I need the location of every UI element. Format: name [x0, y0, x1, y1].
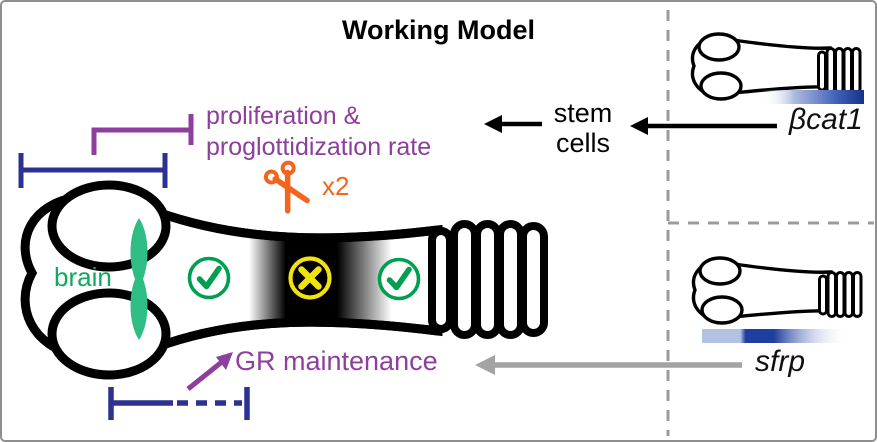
inhibition-connector — [91, 114, 194, 155]
tapeworm-main — [20, 180, 548, 380]
stem-line2: cells — [555, 128, 610, 158]
cut-count-label: x2 — [322, 171, 350, 201]
proglottid-segment — [496, 220, 525, 339]
brain-label: brain — [54, 262, 112, 292]
worm-body-bottom-edge — [155, 317, 439, 352]
bracket-head-region — [18, 153, 168, 188]
sucker-bottom — [47, 288, 171, 380]
stem-cells-label: stem cells — [539, 98, 627, 158]
cross-circle-icon — [288, 256, 332, 300]
bcat1-gene-label: βcat1 — [789, 103, 863, 136]
germinative-band — [249, 235, 396, 325]
arrow-bcat1-to-stem — [630, 117, 777, 135]
proliferation-label: proliferation & proglottidization rate — [206, 101, 431, 163]
stem-line1: stem — [553, 98, 613, 128]
check-circle-icon-left — [187, 256, 231, 300]
bracket-gr-region — [108, 387, 250, 420]
expression-gradient-bcat1 — [764, 90, 864, 104]
arrow-sfrp-to-gr — [475, 355, 742, 375]
proglottid-segment — [450, 220, 479, 339]
brain-icon — [130, 218, 148, 340]
proglottid-segment — [473, 220, 502, 339]
tapeworm-small-bottom — [691, 256, 863, 325]
page-title: Working Model — [342, 15, 535, 45]
proglottid-segment — [519, 222, 548, 337]
arrow-gr-maintenance — [186, 352, 233, 391]
sucker-top — [47, 180, 171, 272]
gr-maintenance-label: GR maintenance — [235, 346, 438, 376]
proglottid-segment — [428, 227, 454, 333]
proliferation-line2: proglottidization rate — [206, 133, 432, 161]
scissors-icon — [263, 160, 310, 214]
arrow-stem-to-proliferation — [484, 115, 542, 133]
sfrp-gene-label: sfrp — [755, 345, 806, 378]
proliferation-line1: proliferation & — [206, 102, 361, 130]
worm-body-top-edge — [155, 207, 439, 243]
check-circle-icon-right — [377, 257, 421, 301]
expression-gradient-sfrp — [702, 329, 855, 343]
